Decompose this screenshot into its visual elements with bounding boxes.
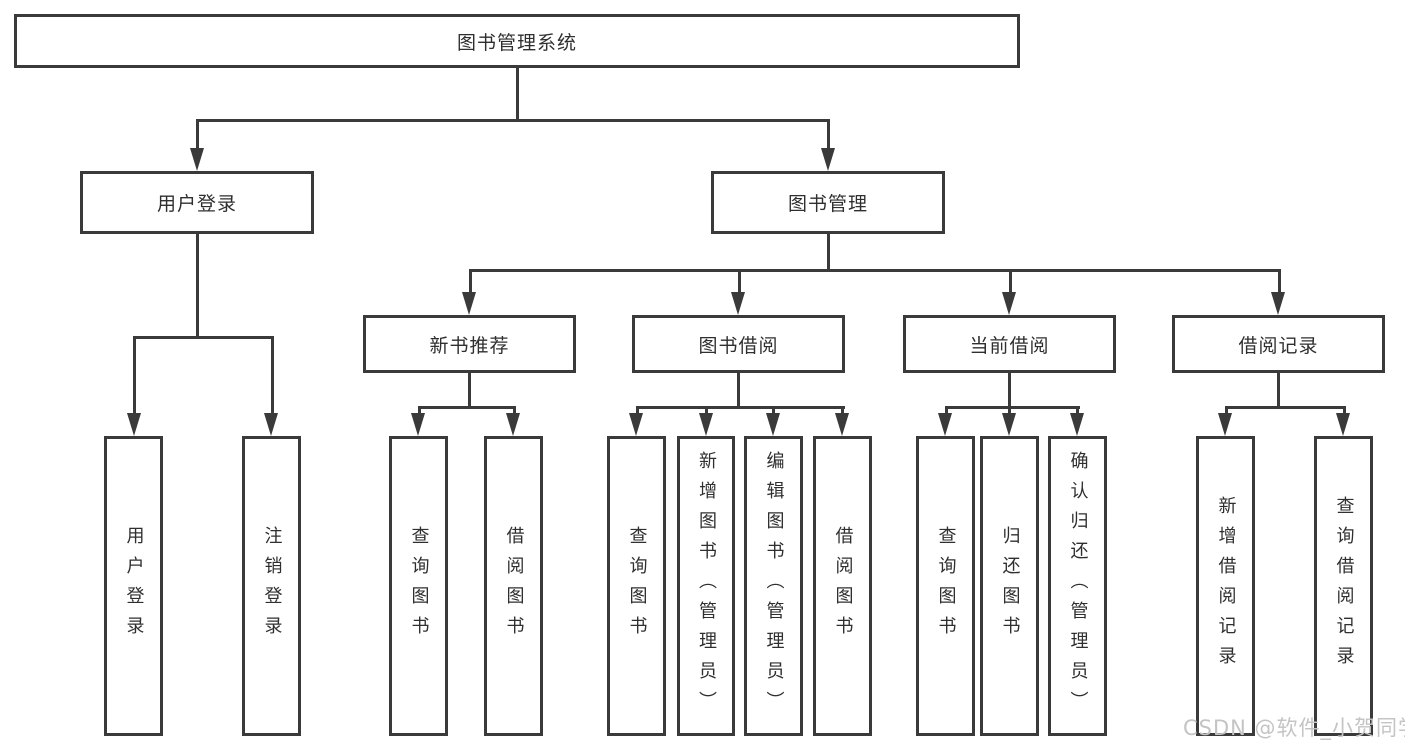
- leaf-edit-books-admin: 编辑图书（管理员）: [744, 436, 803, 736]
- connector-drop: [827, 120, 830, 150]
- arrowhead-down-icon: [1070, 413, 1084, 436]
- connector-split: [945, 406, 1080, 409]
- arrowhead-down-icon: [699, 413, 713, 436]
- arrowhead-down-icon: [506, 413, 520, 436]
- node-current-borrowing: 当前借阅: [903, 315, 1116, 373]
- leaf-query-borrow-record: 查询借阅记录: [1314, 436, 1373, 736]
- arrowhead-down-icon: [766, 413, 780, 436]
- connector-split: [636, 406, 845, 409]
- connector-drop: [1278, 270, 1281, 294]
- arrowhead-down-icon: [1336, 413, 1350, 436]
- arrowhead-down-icon: [938, 413, 952, 436]
- leaf-user-login: 用户登录: [104, 436, 163, 736]
- connector-drop: [841, 407, 844, 415]
- node-user-login: 用户登录: [80, 171, 314, 234]
- connector-root-stem: [516, 68, 519, 120]
- connector-stem: [196, 234, 199, 337]
- leaf-return-books: 归还图书: [980, 436, 1039, 736]
- leaf-logout: 注销登录: [242, 436, 301, 736]
- connector-split: [1225, 406, 1346, 409]
- connector-drop: [1076, 407, 1079, 415]
- leaf-add-books-admin: 新增图书（管理员）: [677, 436, 735, 736]
- arrowhead-down-icon: [1002, 413, 1016, 436]
- connector-drop: [271, 337, 274, 415]
- arrowhead-down-icon: [127, 413, 141, 436]
- leaf-query-books-borrowing: 查询图书: [607, 436, 666, 736]
- connector-drop: [1225, 407, 1228, 415]
- connector-drop: [1009, 270, 1012, 294]
- connector-stem: [737, 373, 740, 407]
- node-book-borrowing: 图书借阅: [632, 315, 845, 373]
- leaf-borrow-books: 借阅图书: [813, 436, 872, 736]
- leaf-borrow-books-recommend: 借阅图书: [484, 436, 543, 736]
- node-book-management: 图书管理: [711, 171, 945, 234]
- connector-drop: [1008, 407, 1011, 415]
- connector-drop: [705, 407, 708, 415]
- connector-drop: [1343, 407, 1346, 415]
- connector-stem: [1277, 373, 1280, 407]
- node-borrow-records: 借阅记录: [1172, 315, 1385, 373]
- arrowhead-down-icon: [264, 413, 278, 436]
- connector-drop: [738, 270, 741, 294]
- connector-stem: [468, 373, 471, 407]
- arrowhead-down-icon: [1002, 292, 1016, 315]
- leaf-query-books-current: 查询图书: [916, 436, 975, 736]
- connector-stem: [1008, 373, 1011, 407]
- connector-drop: [196, 120, 199, 150]
- leaf-confirm-return-admin: 确认归还（管理员）: [1048, 436, 1107, 736]
- arrowhead-down-icon: [835, 413, 849, 436]
- arrowhead-down-icon: [821, 148, 835, 171]
- leaf-query-books-recommend: 查询图书: [389, 436, 448, 736]
- connector-root-split: [196, 119, 830, 122]
- arrowhead-down-icon: [1271, 292, 1285, 315]
- node-root-library-system: 图书管理系统: [14, 14, 1020, 68]
- connector-split: [469, 269, 1281, 272]
- arrowhead-down-icon: [629, 413, 643, 436]
- leaf-add-borrow-record: 新增借阅记录: [1196, 436, 1255, 736]
- arrowhead-down-icon: [462, 292, 476, 315]
- connector-drop: [133, 337, 136, 415]
- node-new-book-recommend: 新书推荐: [363, 315, 576, 373]
- connector-drop: [418, 407, 421, 415]
- arrowhead-down-icon: [731, 292, 745, 315]
- connector-split: [133, 336, 274, 339]
- connector-drop: [513, 407, 516, 415]
- connector-drop: [772, 407, 775, 415]
- arrowhead-down-icon: [1218, 413, 1232, 436]
- connector-stem: [827, 234, 830, 270]
- connector-drop: [636, 407, 639, 415]
- connector-drop: [469, 270, 472, 294]
- connector-split: [418, 406, 516, 409]
- arrowhead-down-icon: [411, 413, 425, 436]
- arrowhead-down-icon: [190, 148, 204, 171]
- csdn-watermark: CSDN @软件_小贺同学: [1183, 716, 1405, 740]
- connector-drop: [945, 407, 948, 415]
